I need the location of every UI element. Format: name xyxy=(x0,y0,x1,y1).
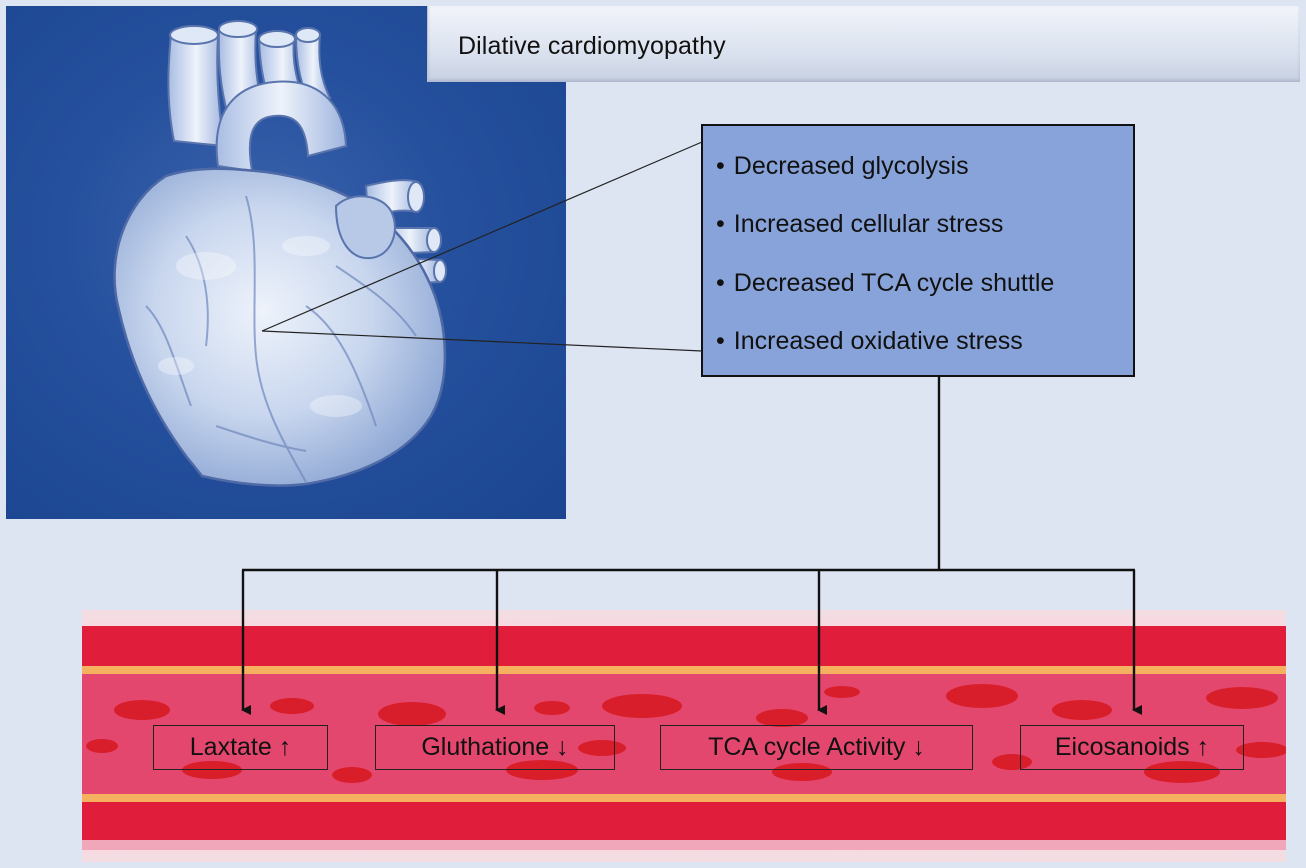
effect-text: Decreased glycolysis xyxy=(733,152,969,180)
title-bar: Dilative cardiomyopathy xyxy=(427,6,1300,82)
effect-item: •Decreased TCA cycle shuttle xyxy=(716,269,1055,297)
effect-item: •Increased oxidative stress xyxy=(716,327,1023,355)
effect-text: Increased cellular stress xyxy=(733,210,1004,238)
callout-line-top xyxy=(261,141,703,332)
metabolite-box-gluthatione: Gluthatione ↓ xyxy=(375,725,615,770)
metabolite-box-tca: TCA cycle Activity ↓ xyxy=(660,725,973,770)
blood-vessel-panel xyxy=(82,610,1288,862)
metabolite-box-eicosanoids: Eicosanoids ↑ xyxy=(1020,725,1244,770)
effect-text: Increased oxidative stress xyxy=(733,327,1023,355)
heart-illustration xyxy=(113,20,447,487)
callout-line-bottom xyxy=(261,330,703,352)
blood-vessel-illustration xyxy=(82,610,1288,862)
effect-item: •Increased cellular stress xyxy=(716,210,1004,238)
effect-text: Decreased TCA cycle shuttle xyxy=(733,269,1055,297)
heart-panel xyxy=(6,6,566,519)
metabolite-box-laxtate: Laxtate ↑ xyxy=(153,725,328,770)
effect-item: •Decreased glycolysis xyxy=(716,152,969,180)
diagram-title: Dilative cardiomyopathy xyxy=(458,32,726,60)
effects-box: •Decreased glycolysis •Increased cellula… xyxy=(701,124,1135,377)
